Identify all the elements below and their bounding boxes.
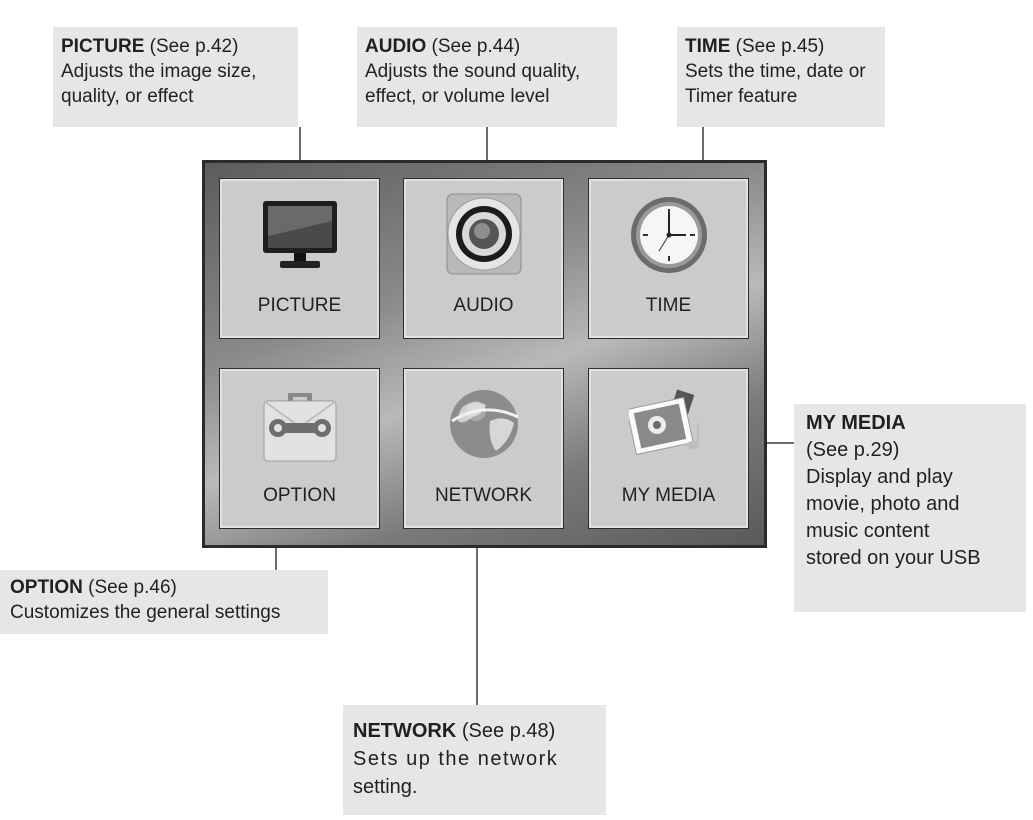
menu-tile-label: TIME bbox=[645, 295, 692, 316]
time-callout: TIME (See p.45) Sets the time, date or T… bbox=[677, 27, 885, 127]
my-media-callout: MY MEDIA (See p.29) Display and play mov… bbox=[794, 404, 1026, 612]
time-callout-ref: (See p.45) bbox=[730, 36, 825, 57]
option-callout-title: OPTION bbox=[10, 577, 83, 598]
menu-tile-time[interactable]: TIME bbox=[588, 178, 749, 339]
menu-tile-network[interactable]: NETWORK bbox=[403, 368, 564, 529]
time-callout-title: TIME bbox=[685, 36, 731, 57]
network-callout-line: Sets up the network bbox=[353, 748, 559, 770]
menu-tile-my-media[interactable]: MY MEDIA bbox=[588, 368, 749, 529]
audio-callout-title: AUDIO bbox=[365, 36, 427, 57]
clock-icon bbox=[631, 197, 707, 273]
toolbox-icon bbox=[263, 393, 337, 462]
menu-tile-label: AUDIO bbox=[453, 295, 514, 316]
tv-monitor-icon bbox=[263, 201, 337, 268]
network-callout-ref: (See p.48) bbox=[456, 720, 556, 742]
media-photos-icon bbox=[629, 389, 699, 456]
my-media-callout-line: music content bbox=[806, 520, 930, 542]
network-callout-line: setting. bbox=[353, 776, 418, 798]
speaker-icon bbox=[446, 193, 522, 275]
my-media-callout-line: (See p.29) bbox=[806, 439, 900, 461]
picture-callout-title: PICTURE bbox=[61, 36, 145, 57]
picture-callout-line: quality, or effect bbox=[61, 86, 194, 107]
audio-callout-line: Adjusts the sound quality, bbox=[365, 61, 581, 82]
audio-callout: AUDIO (See p.44) Adjusts the sound quali… bbox=[357, 27, 617, 127]
menu-tile-label: OPTION bbox=[263, 485, 336, 506]
menu-tile-picture[interactable]: PICTURE bbox=[219, 178, 380, 339]
menu-tile-option[interactable]: OPTION bbox=[219, 368, 380, 529]
picture-callout-ref: (See p.42) bbox=[144, 36, 239, 57]
my-media-callout-title: MY MEDIA bbox=[806, 412, 906, 434]
menu-tile-label: MY MEDIA bbox=[621, 485, 716, 506]
option-callout-ref: (See p.46) bbox=[82, 577, 177, 598]
my-media-callout-line: movie, photo and bbox=[806, 493, 960, 515]
my-media-callout-line: Display and play bbox=[806, 466, 953, 488]
menu-tile-label: NETWORK bbox=[434, 485, 533, 506]
audio-callout-ref: (See p.44) bbox=[426, 36, 521, 57]
my-media-callout-line: stored on your USB bbox=[806, 547, 981, 569]
picture-callout: PICTURE (See p.42) Adjusts the image siz… bbox=[53, 27, 298, 127]
option-callout-line: Customizes the general settings bbox=[10, 602, 281, 623]
network-callout: NETWORK (See p.48) Sets up the network s… bbox=[343, 705, 606, 815]
time-callout-line: Timer feature bbox=[685, 86, 798, 107]
globe-icon bbox=[450, 390, 519, 458]
home-menu-panel: PICTURE AUDIO TIME bbox=[202, 160, 767, 548]
audio-callout-line: effect, or volume level bbox=[365, 86, 550, 107]
picture-callout-line: Adjusts the image size, bbox=[61, 61, 257, 82]
option-callout: OPTION (See p.46) Customizes the general… bbox=[0, 570, 328, 634]
network-callout-title: NETWORK bbox=[353, 720, 457, 742]
menu-tile-audio[interactable]: AUDIO bbox=[403, 178, 564, 339]
time-callout-line: Sets the time, date or bbox=[685, 61, 866, 82]
menu-tile-label: PICTURE bbox=[257, 295, 342, 316]
